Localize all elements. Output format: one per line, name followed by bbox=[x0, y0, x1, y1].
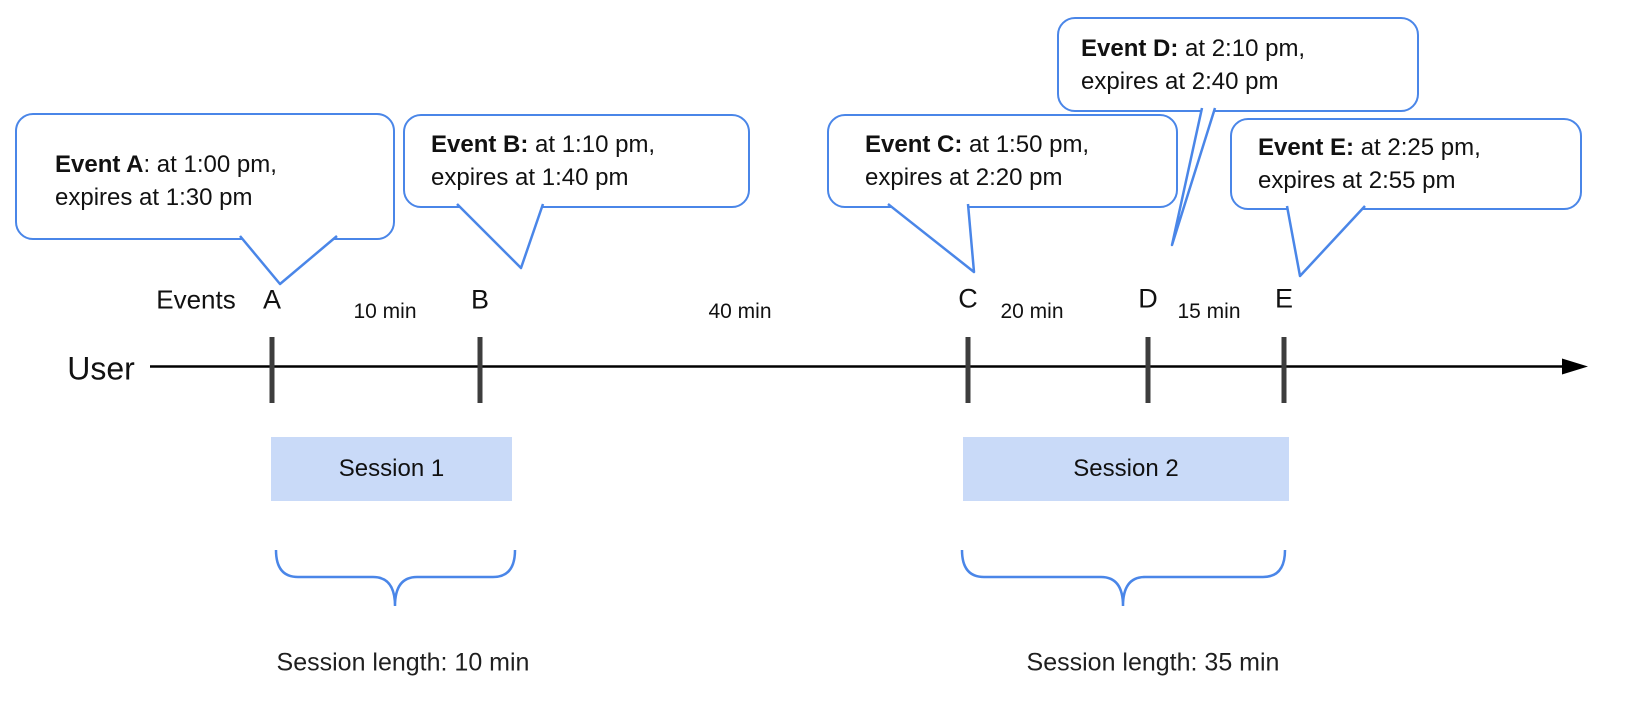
event-d-line1: Event D: at 2:10 pm, bbox=[1081, 34, 1306, 62]
interval-label-c-d: 20 min bbox=[1000, 300, 1064, 323]
event-c-line1: Event C: at 1:50 pm, bbox=[865, 131, 1090, 158]
interval-label-d-e: 15 min bbox=[1177, 300, 1241, 323]
event-b-callout: Event B: at 1:10 pm, expires at 1:40 pm bbox=[403, 114, 750, 208]
tick-mark-e bbox=[1281, 337, 1287, 403]
event-d-line2: expires at 2:40 pm bbox=[1081, 67, 1279, 95]
session-2-label: Session 2 bbox=[1073, 455, 1179, 482]
event-e-callout: Event E: at 2:25 pm, expires at 2:55 pm bbox=[1230, 118, 1582, 210]
event-b-line2: expires at 1:40 pm bbox=[431, 164, 629, 191]
event-a-callout-tail bbox=[239, 235, 338, 286]
session-2-brace bbox=[960, 549, 1287, 607]
event-d-callout: Event D: at 2:10 pm, expires at 2:40 pm bbox=[1057, 17, 1419, 112]
event-c-callout-tail bbox=[887, 203, 976, 274]
event-a-callout: Event A: at 1:00 pm, expires at 1:30 pm bbox=[15, 113, 395, 240]
event-a-line1: Event A: at 1:00 pm, bbox=[55, 150, 277, 178]
event-e-callout-tail bbox=[1285, 205, 1366, 278]
interval-label-b-c: 40 min bbox=[708, 300, 772, 323]
tick-label-b: B bbox=[470, 284, 490, 315]
tick-mark-a bbox=[269, 337, 275, 403]
tick-label-d: D bbox=[1138, 283, 1158, 314]
event-e-line1: Event E: at 2:25 pm, bbox=[1258, 134, 1481, 161]
event-b-line1: Event B: at 1:10 pm, bbox=[431, 131, 656, 158]
event-d-callout-tail bbox=[1170, 107, 1217, 247]
tick-mark-d bbox=[1145, 337, 1151, 403]
interval-label-a-b: 10 min bbox=[353, 300, 417, 323]
event-b-callout-tail bbox=[456, 203, 545, 270]
event-e-line2: expires at 2:55 pm bbox=[1258, 167, 1456, 194]
events-axis-label: Events bbox=[156, 284, 236, 315]
event-c-line2: expires at 2:20 pm bbox=[865, 164, 1063, 191]
tick-label-a: A bbox=[262, 284, 282, 315]
user-actor-label: User bbox=[67, 350, 135, 387]
event-a-line2: expires at 1:30 pm bbox=[55, 183, 253, 211]
tick-mark-b bbox=[477, 337, 483, 403]
session-1-brace bbox=[274, 549, 517, 607]
session-2-length-label: Session length: 35 min bbox=[1026, 648, 1280, 677]
session-1-length-label: Session length: 10 min bbox=[276, 648, 530, 677]
session-2-box: Session 2 bbox=[963, 437, 1289, 501]
event-c-callout: Event C: at 1:50 pm, expires at 2:20 pm bbox=[827, 114, 1178, 208]
timeline-arrowhead-icon bbox=[1562, 358, 1588, 375]
session-1-label: Session 1 bbox=[338, 455, 445, 482]
session-1-box: Session 1 bbox=[271, 437, 512, 501]
tick-label-c: C bbox=[958, 283, 978, 314]
tick-label-e: E bbox=[1274, 283, 1294, 314]
tick-mark-c bbox=[965, 337, 971, 403]
